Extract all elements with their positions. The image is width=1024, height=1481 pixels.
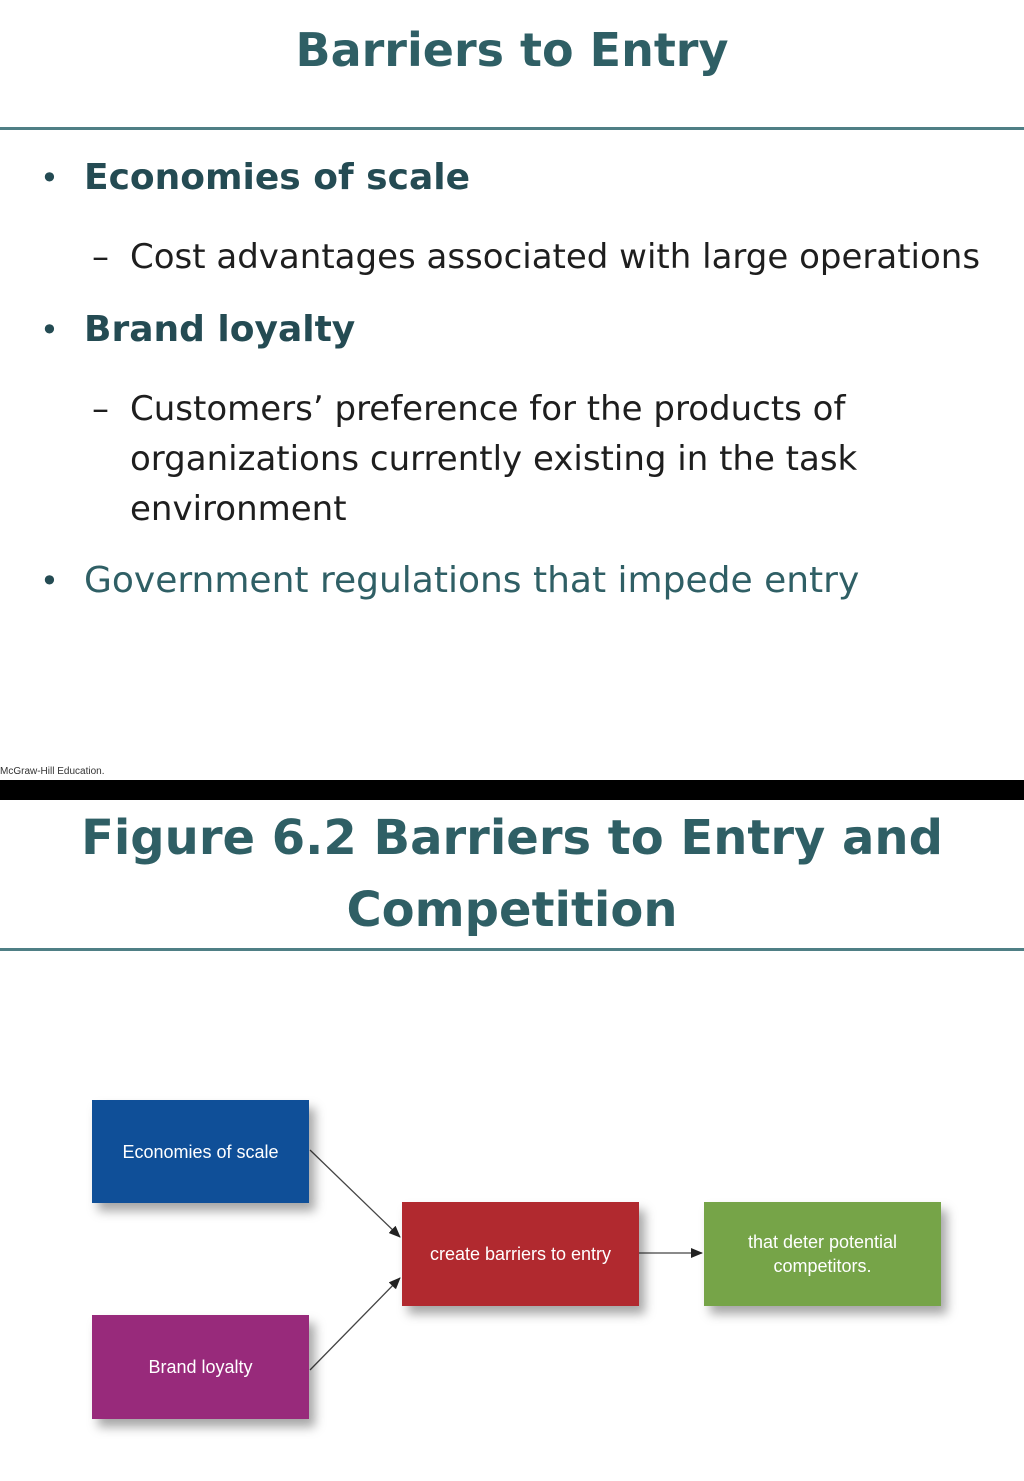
box-line: that deter potential — [747, 1232, 898, 1252]
slide-title: Figure 6.2 Barriers to Entry and Competi… — [0, 802, 1024, 946]
bullet-brand: • Brand loyalty — [40, 307, 1004, 363]
sub-dash: – — [92, 237, 109, 277]
bullet-dot: • — [40, 159, 59, 197]
economies-of-scale-box: Economies of scale — [92, 1100, 309, 1203]
title-line: Competition — [346, 882, 678, 938]
box-line: competitors. — [773, 1256, 872, 1276]
bullet-text: Government regulations that impede entry — [84, 560, 860, 601]
slide-barriers-to-entry: Barriers to Entry • Economies of scale –… — [0, 23, 1024, 777]
slide-separator — [0, 780, 1024, 800]
arrow-economies-to-barriers — [309, 1149, 401, 1238]
bullet-government: • Government regulations that impede ent… — [40, 558, 1004, 614]
bullet-text: Brand loyalty — [84, 309, 356, 350]
bullet-dot: • — [40, 311, 59, 349]
sub-line: organizations currently existing in the … — [130, 439, 858, 479]
brand-loyalty-box: Brand loyalty — [92, 1315, 309, 1419]
slide-title: Barriers to Entry — [295, 23, 729, 77]
create-barriers-box: create barriers to entry — [402, 1202, 639, 1306]
sub-text: Customers’ preference for the products o… — [130, 384, 857, 534]
arrow-brand-to-barriers — [309, 1277, 401, 1371]
sub-text: Cost advantages associated with large op… — [130, 237, 981, 277]
bullet-text: Economies of scale — [84, 157, 470, 198]
sub-line: environment — [130, 489, 347, 529]
sub-economies: – Cost advantages associated with large … — [92, 232, 984, 282]
sub-line: Customers’ preference for the products o… — [130, 389, 846, 429]
sub-brand: – Customers’ preference for the products… — [92, 384, 984, 534]
bullet-economies: • Economies of scale — [40, 155, 1004, 211]
title-line: Figure 6.2 Barriers to Entry and — [81, 810, 943, 866]
deter-competitors-box: that deter potential competitors. — [704, 1202, 941, 1306]
title-divider — [0, 948, 1024, 951]
title-divider — [0, 127, 1024, 130]
copyright-footer: McGraw-Hill Education. — [0, 766, 105, 777]
slide-figure-6-2: Figure 6.2 Barriers to Entry and Competi… — [0, 800, 1024, 1481]
bullet-dot: • — [40, 562, 59, 600]
barriers-diagram — [309, 1149, 703, 1371]
sub-dash: – — [92, 389, 109, 429]
